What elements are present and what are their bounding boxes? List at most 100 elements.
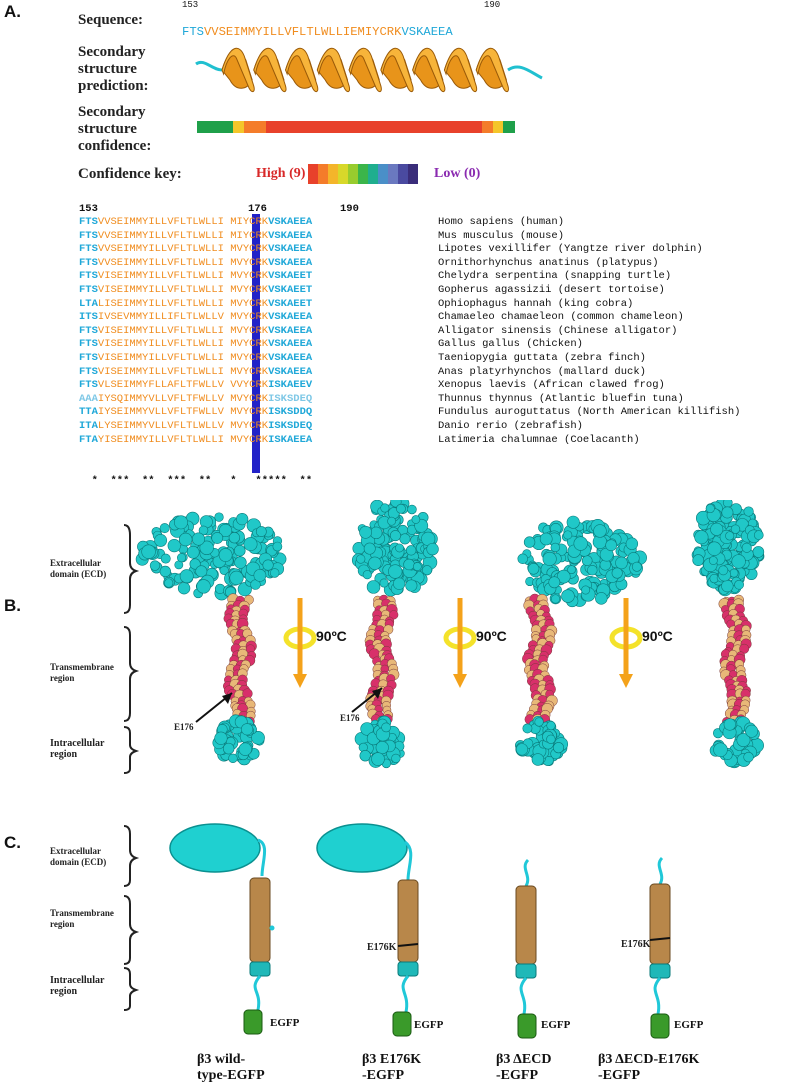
atom-sphere xyxy=(707,541,722,556)
alignment-segment-e: VSKAEEA xyxy=(268,229,313,242)
alignment-segment-b: VVSEIMMYILLVFLTLWLLI xyxy=(97,229,224,242)
alignment-segment-a: FTA xyxy=(79,433,98,446)
atom-sphere xyxy=(167,538,181,553)
species-name: Ophiophagus hannah (king cobra) xyxy=(438,297,634,310)
confidence-key-swatch xyxy=(408,164,418,184)
construct-label-2: β3 E176K -EGFP xyxy=(362,1052,421,1084)
alignment-row: FTSVISEIMMYILLVFLTLWLLIEMVYCRKVSKAEET xyxy=(79,284,312,298)
alignment-segment-a: ITS xyxy=(79,311,98,324)
atom-sphere xyxy=(581,585,591,595)
tm-atom xyxy=(389,610,399,620)
alignment-segment-b: VISEIMMYILLVFLTLWLLI xyxy=(97,365,224,378)
atom-sphere xyxy=(196,579,211,594)
alignment-segment-e: VSKAEET xyxy=(268,283,313,296)
atom-sphere xyxy=(356,554,366,564)
atom-sphere xyxy=(611,567,623,579)
atom-sphere xyxy=(615,556,628,570)
construct-label-1: β3 wild- type-EGFP xyxy=(197,1052,265,1084)
atom-sphere xyxy=(154,534,168,547)
alignment-row: FTSVISEIMMYILLVFLTLWLLIEMVYCRKVSKAEET xyxy=(79,270,312,284)
seq-head: FTS xyxy=(182,25,204,39)
alignment-row: FTSVVSEIMMYILLVFLTLWLLIEMVYCRKVSKAEEA xyxy=(79,243,312,257)
confidence-high-label: High (9) xyxy=(256,166,306,181)
atom-sphere xyxy=(388,564,403,579)
alignment-segment-e: ISKAEEA xyxy=(268,433,313,446)
helix-turn-front xyxy=(253,47,287,93)
confidence-key-swatch xyxy=(318,164,328,184)
tm-marker xyxy=(269,925,275,931)
confidence-bar xyxy=(197,121,515,133)
alignment-row: FTSVVSEIMMYILLVFLTLWLLIEMIYCRKVSKAEEA xyxy=(79,230,312,244)
construct-4-line1: β3 ΔECD-E176K xyxy=(598,1052,700,1067)
align-start-number: 153 xyxy=(79,203,98,215)
alignment-segment-a: FTS xyxy=(79,379,98,392)
atom-sphere xyxy=(553,742,565,754)
construct-diagrams xyxy=(169,823,671,1039)
atom-sphere xyxy=(734,579,744,590)
species-name: Xenopus laevis (African clawed frog) xyxy=(438,379,665,392)
tm-tube xyxy=(649,883,671,965)
atom-sphere xyxy=(546,721,556,731)
construct-1-line1: β3 wild- xyxy=(197,1052,246,1067)
atom-sphere xyxy=(269,568,280,578)
e176-arrowhead xyxy=(222,693,232,704)
alignment-segment-d: MVYCRK xyxy=(230,392,269,405)
alignment-segment-d: MVYCRK xyxy=(230,297,269,310)
alignment-segment-d: MVYCRK xyxy=(230,433,269,446)
atom-sphere xyxy=(694,530,709,545)
ss-prediction-label: Secondary structure prediction: xyxy=(78,44,149,94)
atom-sphere xyxy=(531,753,545,766)
confidence-key-swatch xyxy=(378,164,388,184)
panel-a-label: A. xyxy=(4,2,21,21)
atom-sphere xyxy=(236,513,249,526)
atom-sphere xyxy=(593,524,607,538)
atom-sphere xyxy=(159,523,170,534)
alignment-segment-a: TTA xyxy=(79,406,98,419)
alignment-segment-d: MVYCRK xyxy=(230,243,269,256)
alignment-segment-c: E xyxy=(223,324,231,337)
atom-sphere xyxy=(222,742,235,755)
atom-sphere xyxy=(179,569,194,584)
atom-sphere xyxy=(561,589,575,603)
atom-sphere xyxy=(381,722,391,733)
b-ecd-label: Extracellular domain (ECD) xyxy=(50,558,107,579)
alignment-segment-d: VVYCRK xyxy=(230,379,269,392)
atom-sphere xyxy=(542,551,557,566)
atom-sphere xyxy=(692,554,705,566)
atom-sphere xyxy=(262,559,274,571)
atom-sphere xyxy=(366,580,381,594)
alignment-segment-d: MVYCRK xyxy=(230,338,269,351)
atom-sphere xyxy=(177,582,191,595)
helix-turn-front xyxy=(221,47,255,93)
alignment-segment-d: MVYCRK xyxy=(230,419,269,432)
atom-sphere xyxy=(395,543,404,553)
alignment-row: FTSVISEIMMYILLVFLTLWLLIEMVYCRKVSKAEEA xyxy=(79,366,312,380)
atom-sphere xyxy=(752,546,765,558)
e176-label-2: E176 xyxy=(340,713,360,723)
helix-turn-front xyxy=(316,47,350,93)
panel-b-label: B. xyxy=(4,596,21,615)
atom-sphere xyxy=(563,530,573,540)
atom-sphere xyxy=(199,540,214,555)
species-name: Chelydra serpentina (snapping turtle) xyxy=(438,270,672,283)
atom-sphere xyxy=(177,553,187,563)
alignment-segment-e: VSKAEEA xyxy=(268,365,313,378)
confidence-segment xyxy=(244,121,266,133)
atom-sphere xyxy=(718,565,729,576)
alignment-segment-b: VVSEIMMYILLVFLTLWLLI xyxy=(97,216,224,228)
confidence-key-scale xyxy=(308,164,418,184)
alignment-row: AAAIYSQIMMYVLLVFLTFWLLVEMVYCRKISKSDEQ xyxy=(79,393,312,407)
alignment-segment-b: VISEIMMYILLVFLTLWLLI xyxy=(97,324,224,337)
species-name: Danio rerio (zebrafish) xyxy=(438,419,583,432)
atom-sphere xyxy=(527,563,540,575)
alignment-segment-e: VSKAEET xyxy=(268,297,313,310)
rotation-label-3: 90ºC xyxy=(642,628,673,644)
rotation-arrow-head xyxy=(619,674,633,688)
juxtamembrane-segment xyxy=(249,961,271,977)
protein-structures xyxy=(135,500,765,769)
alignment-segment-b: VISEIMMYILLVFLTLWLLI xyxy=(97,351,224,364)
alignment-segment-e: VSKAEEA xyxy=(268,351,313,364)
helix-turn-front xyxy=(475,47,509,93)
alignment-segment-a: ITA xyxy=(79,419,98,432)
atom-sphere xyxy=(178,532,193,547)
